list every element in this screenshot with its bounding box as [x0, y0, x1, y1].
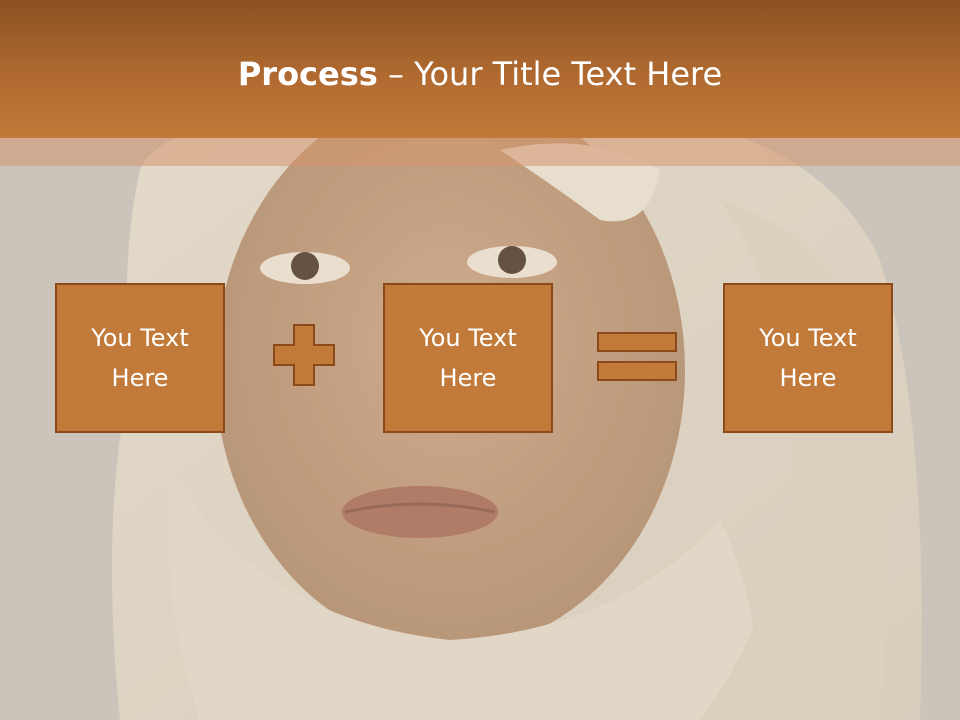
- process-box-3[interactable]: You Text Here: [723, 283, 893, 433]
- header-accent-band: [0, 138, 960, 166]
- process-box-1-text: You Text Here: [91, 324, 189, 392]
- plus-icon: [273, 324, 335, 386]
- slide-title[interactable]: Process – Your Title Text Here: [0, 52, 960, 96]
- title-dash: –: [377, 55, 415, 93]
- equals-icon: [597, 332, 677, 381]
- process-box-1[interactable]: You Text Here: [55, 283, 225, 433]
- process-box-2[interactable]: You Text Here: [383, 283, 553, 433]
- process-box-2-text: You Text Here: [419, 324, 517, 392]
- title-header-bar: [0, 0, 960, 138]
- title-bold-part: Process: [237, 55, 378, 93]
- title-rest: Your Title Text Here: [414, 55, 723, 93]
- process-box-3-text: You Text Here: [759, 324, 857, 392]
